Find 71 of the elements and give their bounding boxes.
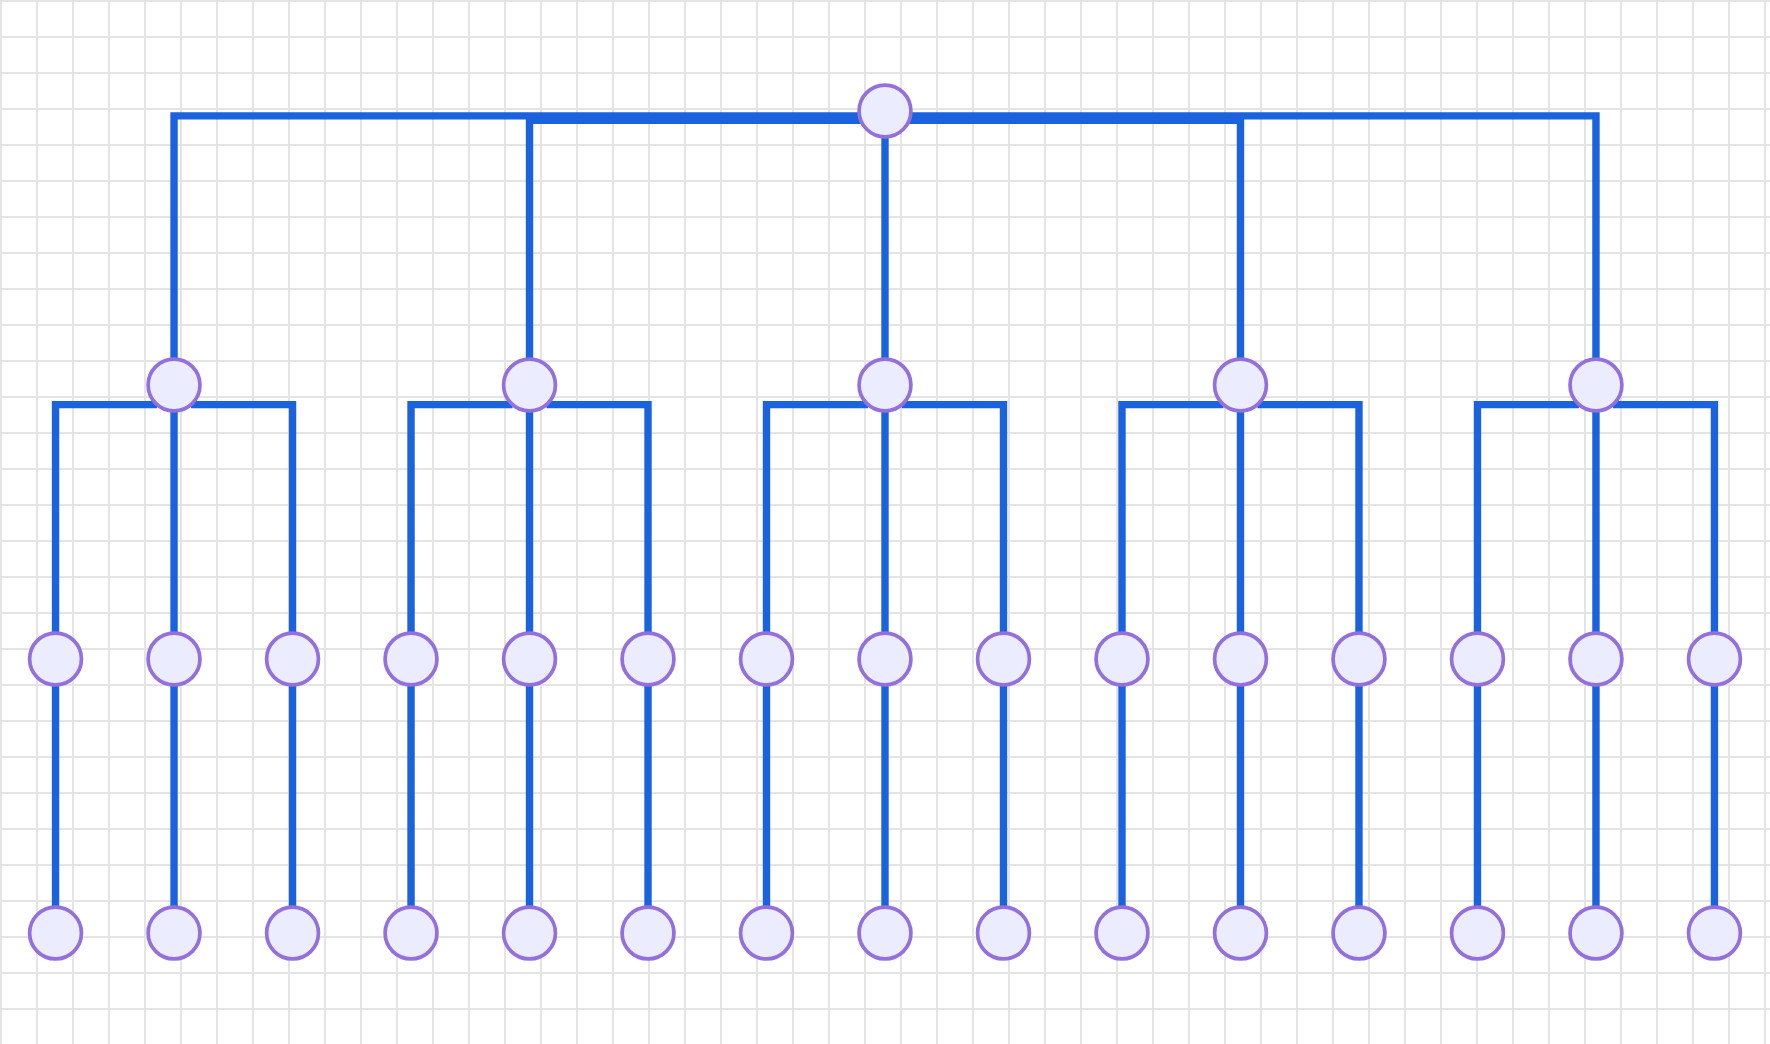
connector bbox=[1710, 681, 1719, 908]
node-circle bbox=[1568, 357, 1624, 413]
node-circle bbox=[738, 631, 795, 687]
connector bbox=[762, 681, 771, 908]
node-circle bbox=[501, 905, 558, 961]
node-circle bbox=[620, 905, 676, 961]
node-circle bbox=[264, 631, 321, 687]
node-circle bbox=[146, 631, 202, 687]
node-circle bbox=[264, 905, 321, 961]
node-circle bbox=[857, 83, 913, 139]
connector bbox=[191, 400, 297, 634]
connector bbox=[1592, 681, 1600, 908]
node-circle bbox=[1686, 631, 1743, 687]
node-circle bbox=[1094, 905, 1150, 961]
connector bbox=[288, 681, 297, 908]
connector bbox=[51, 400, 158, 634]
connector bbox=[546, 400, 652, 634]
connector bbox=[525, 407, 534, 634]
node-circle bbox=[1686, 905, 1743, 961]
connector bbox=[170, 407, 178, 634]
node-circle bbox=[1094, 631, 1150, 687]
connector bbox=[407, 681, 415, 908]
node-circle bbox=[1212, 905, 1269, 961]
node-circle bbox=[501, 631, 558, 687]
connector bbox=[881, 681, 889, 908]
node-circle bbox=[1331, 905, 1387, 961]
node-circle bbox=[27, 905, 84, 961]
connector bbox=[1236, 407, 1245, 634]
connector bbox=[999, 681, 1008, 908]
connector bbox=[901, 400, 1008, 634]
node-circle bbox=[383, 631, 439, 687]
connector bbox=[51, 681, 60, 908]
connector bbox=[881, 133, 889, 360]
node-circle bbox=[1568, 631, 1624, 687]
node-circle bbox=[27, 631, 84, 687]
connector bbox=[1118, 681, 1126, 908]
node-circle bbox=[857, 357, 913, 413]
node-circle bbox=[975, 905, 1032, 961]
node-circle bbox=[620, 631, 676, 687]
connector bbox=[1473, 400, 1579, 634]
connector bbox=[1236, 681, 1245, 908]
connector bbox=[1257, 400, 1363, 634]
connector bbox=[525, 116, 861, 360]
connector bbox=[1473, 681, 1482, 908]
connector bbox=[762, 400, 869, 634]
node-circle bbox=[1449, 905, 1506, 961]
connector bbox=[170, 681, 178, 908]
connector bbox=[909, 116, 1245, 360]
node-circle bbox=[857, 631, 913, 687]
connector bbox=[407, 400, 513, 634]
connector bbox=[910, 112, 1600, 360]
connector bbox=[1612, 400, 1719, 634]
node-circle bbox=[1212, 357, 1269, 413]
connector bbox=[1592, 407, 1600, 634]
node-circle bbox=[975, 631, 1032, 687]
node-circle bbox=[1212, 631, 1269, 687]
node-circle bbox=[383, 905, 439, 961]
connector bbox=[1355, 681, 1363, 908]
connector bbox=[644, 681, 652, 908]
node-circle bbox=[738, 905, 795, 961]
connector bbox=[1118, 400, 1224, 634]
node-circle bbox=[146, 357, 202, 413]
connector bbox=[170, 112, 860, 360]
node-circle bbox=[1331, 631, 1387, 687]
node-circle bbox=[1568, 905, 1624, 961]
connector bbox=[881, 407, 889, 634]
node-circle bbox=[1449, 631, 1506, 687]
node-circle bbox=[857, 905, 913, 961]
node-circle bbox=[146, 905, 202, 961]
connector bbox=[525, 681, 534, 908]
node-circle bbox=[501, 357, 558, 413]
